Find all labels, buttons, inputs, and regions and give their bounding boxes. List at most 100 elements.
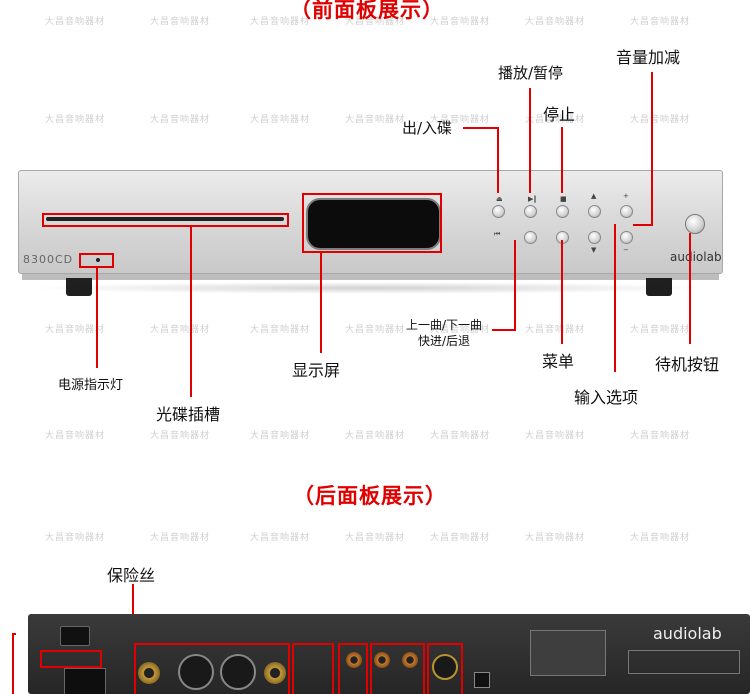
xlr-right <box>178 654 214 690</box>
watermark-text: 大昌音响器材 <box>45 115 106 125</box>
label-fuse: 保险丝 <box>107 566 156 585</box>
watermark-text: 大昌音响器材 <box>150 431 211 441</box>
input-down-icon: ▼ <box>591 246 597 254</box>
floor-shadow <box>28 282 713 294</box>
aes-connector <box>432 654 458 680</box>
prev-icon: ⏮ <box>494 230 501 238</box>
label-power-led: 电源指示灯 <box>58 378 124 393</box>
analog-out-highlight <box>134 643 290 694</box>
watermark-text: 大昌音响器材 <box>45 325 106 335</box>
watermark-text: 大昌音响器材 <box>525 325 586 335</box>
front-panel-device: 8300CD audiolab ⏏ ⏮ ▶‖ ⏭ ■ ▲ ▼ + − <box>18 170 723 300</box>
fuse-highlight <box>40 650 102 668</box>
power-led <box>96 258 100 262</box>
watermark-text: 大昌音响器材 <box>45 17 106 27</box>
foot-left <box>66 278 92 296</box>
watermark-text: 大昌音响器材 <box>150 115 211 125</box>
xlr-left <box>220 654 256 690</box>
rear-panel-title: （后面板展示） <box>293 484 447 508</box>
watermark-text: 大昌音响器材 <box>430 533 491 543</box>
watermark-text: 大昌音响器材 <box>430 17 491 27</box>
play-pause-icon: ▶‖ <box>528 195 537 203</box>
input-up-icon: ▲ <box>591 192 597 200</box>
xlr-highlight <box>292 643 334 694</box>
watermark-text: 大昌音响器材 <box>250 17 311 27</box>
rca-left <box>264 662 286 684</box>
watermark-text: 大昌音响器材 <box>630 17 691 27</box>
watermark-text: 大昌音响器材 <box>345 17 406 27</box>
digital-in-highlight <box>370 643 425 694</box>
vol-plus-icon: + <box>623 192 629 200</box>
label-disc-slot: 光碟插槽 <box>156 405 221 424</box>
laser-label <box>530 630 606 676</box>
front-panel-title: （前面板展示） <box>290 0 444 22</box>
coax-highlight <box>338 643 368 694</box>
standby-button[interactable] <box>685 214 705 234</box>
watermark-text: 大昌音响器材 <box>150 17 211 27</box>
disc-slot <box>46 217 284 221</box>
aes-highlight <box>427 643 463 694</box>
rear-left-highlight <box>12 633 16 694</box>
watermark-text: 大昌音响器材 <box>250 115 311 125</box>
watermark-text: 大昌音响器材 <box>150 533 211 543</box>
disc-slot-highlight <box>42 213 289 227</box>
play-pause-button[interactable] <box>524 205 537 218</box>
watermark-text: 大昌音响器材 <box>345 533 406 543</box>
input-up-button[interactable] <box>588 205 601 218</box>
watermark-text: 大昌音响器材 <box>345 115 406 125</box>
watermark-text: 大昌音响器材 <box>345 431 406 441</box>
serial-plate <box>628 650 740 674</box>
digital-coax-2 <box>374 652 390 668</box>
rear-panel-device: audiolab <box>28 614 750 694</box>
power-switch[interactable] <box>60 626 90 646</box>
watermark-text: 大昌音响器材 <box>630 431 691 441</box>
watermark-text: 大昌音响器材 <box>250 431 311 441</box>
digital-coax-3 <box>402 652 418 668</box>
label-track-seek: 上一曲/下一曲 快进/后退 <box>406 318 483 348</box>
watermark-text: 大昌音响器材 <box>525 431 586 441</box>
label-volume: 音量加减 <box>616 48 681 67</box>
watermark-text: 大昌音响器材 <box>525 17 586 27</box>
watermark-text: 大昌音响器材 <box>45 431 106 441</box>
model-label: 8300CD <box>23 253 74 266</box>
watermark-text: 大昌音响器材 <box>630 533 691 543</box>
watermark-text: 大昌音响器材 <box>430 325 491 335</box>
vol-up-button[interactable] <box>620 205 633 218</box>
foot-right <box>646 278 672 296</box>
watermark-text: 大昌音响器材 <box>430 115 491 125</box>
label-stop: 停止 <box>543 105 576 124</box>
watermark-text: 大昌音响器材 <box>525 533 586 543</box>
rca-right <box>138 662 160 684</box>
watermark-text: 大昌音响器材 <box>250 325 311 335</box>
label-standby: 待机按钮 <box>655 355 720 374</box>
watermark-text: 大昌音响器材 <box>630 325 691 335</box>
display-highlight <box>302 193 442 253</box>
input-down-button[interactable] <box>588 231 601 244</box>
label-display: 显示屏 <box>292 361 341 380</box>
label-input: 输入选项 <box>574 388 639 407</box>
label-menu: 菜单 <box>542 352 575 371</box>
watermark-text: 大昌音响器材 <box>45 533 106 543</box>
next-button[interactable] <box>524 231 537 244</box>
watermark-text: 大昌音响器材 <box>430 431 491 441</box>
power-inlet <box>64 668 106 694</box>
eject-button[interactable] <box>492 205 505 218</box>
watermark-text: 大昌音响器材 <box>630 115 691 125</box>
watermark-text: 大昌音响器材 <box>345 325 406 335</box>
eject-icon: ⏏ <box>496 195 503 203</box>
label-eject: 出/入碟 <box>402 119 453 137</box>
stop-button[interactable] <box>556 205 569 218</box>
usb-port <box>474 672 490 688</box>
vol-minus-icon: − <box>623 246 629 254</box>
chassis-base <box>22 274 719 280</box>
stop-icon: ■ <box>560 195 567 203</box>
digital-coax-1 <box>346 652 362 668</box>
vol-down-button[interactable] <box>620 231 633 244</box>
rear-brand: audiolab <box>653 624 722 643</box>
watermark-text: 大昌音响器材 <box>525 115 586 125</box>
display-screen <box>306 198 441 250</box>
watermark-text: 大昌音响器材 <box>250 533 311 543</box>
brand-logo: audiolab <box>670 250 722 264</box>
watermark-text: 大昌音响器材 <box>150 325 211 335</box>
label-play-pause: 播放/暂停 <box>498 64 564 82</box>
